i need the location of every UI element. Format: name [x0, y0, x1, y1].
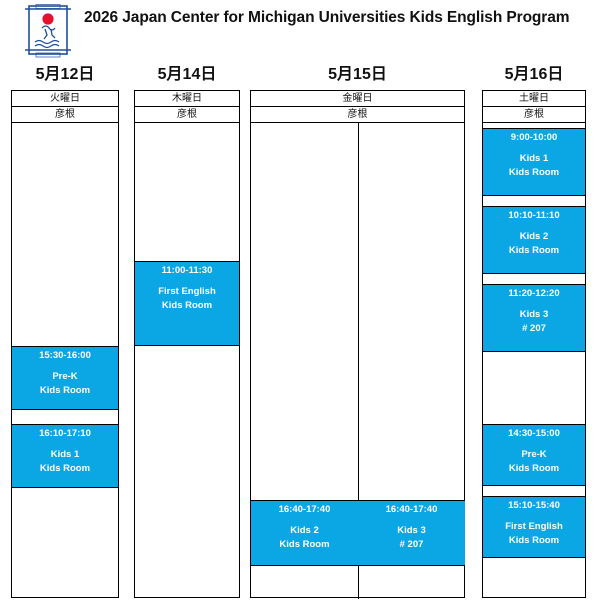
event-class-name: First English [158, 286, 216, 297]
location-cell: 彦根 [135, 107, 239, 123]
day-date-label: 5月14日 [157, 66, 217, 83]
event-room: Kids Room [508, 245, 560, 256]
location-cell: 彦根 [12, 107, 118, 123]
event-class-name: Kids 3 [519, 309, 549, 320]
event-time: 15:10-15:40 [508, 500, 560, 511]
event-time: 11:20-12:20 [508, 288, 560, 299]
event-room: Kids Room [508, 463, 560, 474]
event-room: Kids Room [39, 463, 91, 474]
day-date-label: 5月12日 [35, 66, 95, 83]
event-details: Kids 3 # 207 [483, 308, 585, 336]
event-class-name: Kids 2 [290, 525, 319, 536]
page-title: 2026 Japan Center for Michigan Universit… [84, 9, 570, 26]
event-time: 9:00-10:00 [510, 132, 558, 143]
event-details: Kids 2 Kids Room [483, 230, 585, 258]
weekday-cell: 金曜日 [251, 91, 464, 107]
weekday-cell: 土曜日 [483, 91, 585, 107]
location-cell: 彦根 [251, 107, 464, 123]
event-room: Kids Room [39, 385, 91, 396]
event-details: Kids 3 # 207 [358, 524, 465, 552]
event-room: # 207 [399, 539, 424, 550]
event-details: Kids 2 Kids Room [251, 524, 358, 552]
event-class-name: Kids 3 [397, 525, 426, 536]
day-date-label: 5月16日 [504, 66, 564, 83]
event-class-name: Pre-K [52, 371, 78, 382]
event-time: 11:00-11:30 [161, 265, 213, 276]
event-class-name: Kids 2 [519, 231, 549, 242]
event-class-name: Kids 1 [519, 153, 549, 164]
event-class-name: Kids 1 [50, 449, 80, 460]
event-time: 16:40-17:40 [385, 504, 438, 515]
event-details: Pre-K Kids Room [483, 448, 585, 476]
event-room: Kids Room [161, 300, 213, 311]
subcolumn-divider [358, 123, 359, 599]
page-header: 2026 Japan Center for Michigan Universit… [0, 0, 601, 62]
event-room: Kids Room [508, 535, 560, 546]
event-details: Kids 1 Kids Room [483, 152, 585, 180]
event-time: 10:10-11:10 [508, 210, 560, 221]
event-details: Kids 1 Kids Room [12, 448, 118, 476]
event-details: Pre-K Kids Room [12, 370, 118, 398]
event-time: 16:40-17:40 [278, 504, 331, 515]
event-class-name: Pre-K [521, 449, 547, 460]
jcmu-logo [22, 4, 74, 58]
location-cell: 彦根 [483, 107, 585, 123]
event-room: # 207 [522, 323, 546, 334]
event-class-name: First English [505, 521, 563, 532]
weekday-cell: 木曜日 [135, 91, 239, 107]
event-room: Kids Room [279, 539, 330, 550]
event-time: 16:10-17:10 [39, 428, 91, 439]
day-date-label: 5月15日 [328, 66, 387, 83]
event-time: 14:30-15:00 [508, 428, 560, 439]
weekday-cell: 火曜日 [12, 91, 118, 107]
event-room: Kids Room [508, 167, 560, 178]
event-time: 15:30-16:00 [39, 350, 91, 361]
